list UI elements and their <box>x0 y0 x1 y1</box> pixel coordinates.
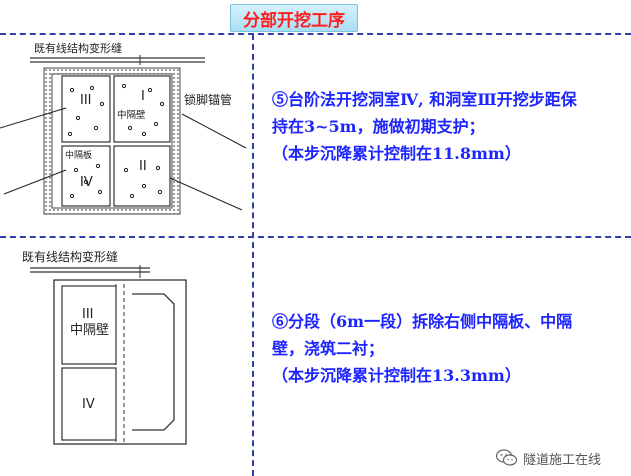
top-room-label-1: I <box>141 89 145 104</box>
step-5-text: ⑤台阶法开挖洞室Ⅳ, 和洞室Ⅲ开挖步距保 持在3~5m，施做初期支护； （本步沉… <box>272 86 617 167</box>
step-6-line-2: 壁，浇筑二衬； <box>272 339 385 358</box>
bottom-room-label-4: IV <box>82 397 95 412</box>
top-room-label-4: IV <box>80 175 93 190</box>
top-room-label-2: II <box>139 159 147 174</box>
wechat-icon <box>496 449 518 466</box>
title-bar: 分部开挖工序 <box>230 4 358 32</box>
vertical-divider <box>252 34 254 476</box>
bottom-room-3 <box>61 285 117 365</box>
excavation-diagrams: 既有线结构变形缝 III I IV II 中隔壁 中隔板 <box>0 41 247 445</box>
step-6-text: ⑥分段（6m一段）拆除右侧中隔板、中隔 壁，浇筑二衬； （本步沉降累计控制在13… <box>272 308 617 389</box>
top-anchor-label: 锁脚锚管 <box>184 92 232 107</box>
middle-divider <box>0 236 631 238</box>
bottom-joint-label: 既有线结构变形缝 <box>22 249 118 264</box>
watermark-text: 隧道施工在线 <box>523 452 602 468</box>
bottom-room-4 <box>61 367 117 441</box>
top-plate-label: 中隔板 <box>65 149 92 161</box>
top-joint-label: 既有线结构变形缝 <box>34 41 122 55</box>
top-diagram: 既有线结构变形缝 III I IV II 中隔壁 中隔板 <box>0 41 247 215</box>
bottom-wall-label: 中隔壁 <box>70 323 109 338</box>
watermark: 隧道施工在线 <box>496 446 601 470</box>
step-6-line-3: （本步沉降累计控制在13.3mm） <box>272 366 521 385</box>
step-5-line-1: ⑤台阶法开挖洞室Ⅳ, 和洞室Ⅲ开挖步距保 <box>272 90 577 109</box>
page-title: 分部开挖工序 <box>243 10 345 31</box>
top-room-4 <box>61 145 111 207</box>
top-divider <box>0 33 631 35</box>
top-anchor-dots <box>67 83 165 199</box>
bottom-second-lining <box>132 293 175 431</box>
step-5-line-3: （本步沉降累计控制在11.8mm） <box>272 144 521 163</box>
top-room-2 <box>113 145 171 207</box>
top-wall-label: 中隔壁 <box>117 109 146 121</box>
bottom-room-label-3: III <box>82 307 94 322</box>
top-anchor-pipes <box>0 107 247 211</box>
step-5-line-2: 持在3~5m，施做初期支护； <box>272 117 485 136</box>
step-6-line-1: ⑥分段（6m一段）拆除右侧中隔板、中隔 <box>272 312 573 331</box>
bottom-diagram: 既有线结构变形缝 III 中隔壁 IV <box>22 249 187 445</box>
top-room-label-3: III <box>80 93 92 108</box>
